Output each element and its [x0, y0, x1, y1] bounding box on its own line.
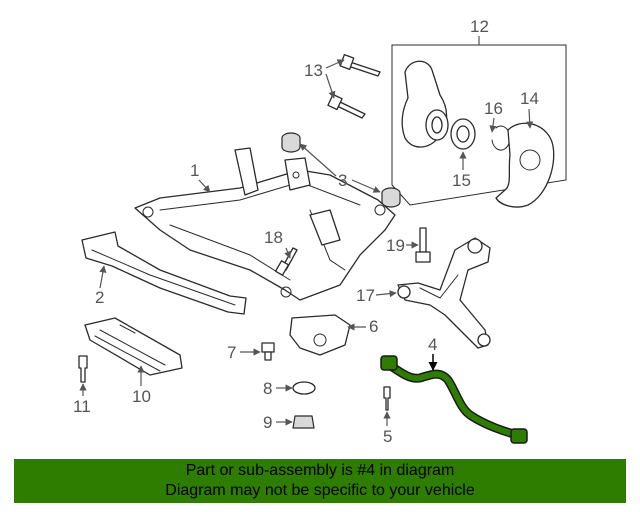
callout-11: 11 — [73, 397, 91, 416]
ring-8 — [292, 381, 316, 395]
callout-3: 3 — [338, 171, 347, 190]
callout-10: 10 — [132, 387, 151, 406]
callout-5: 5 — [383, 427, 392, 446]
bolt-7 — [261, 342, 275, 361]
control-arm-17 — [397, 237, 491, 349]
callout-13: 13 — [304, 61, 323, 80]
callout-15: 15 — [452, 171, 471, 190]
bolt-18 — [274, 247, 298, 276]
callout-8: 8 — [263, 379, 272, 398]
bracket-6 — [289, 314, 351, 356]
callout-9: 9 — [263, 413, 272, 432]
cap-9 — [292, 415, 315, 429]
callout-4: 4 — [428, 335, 437, 354]
callout-2: 2 — [95, 288, 104, 307]
callout-18: 18 — [264, 228, 283, 247]
banner-line-1: Part or sub-assembly is #4 in diagram — [185, 462, 455, 479]
callout-6: 6 — [369, 317, 378, 336]
callout-14: 14 — [520, 89, 539, 108]
callout-12: 12 — [470, 17, 489, 36]
callout-7: 7 — [227, 343, 236, 362]
callout-17: 17 — [356, 286, 375, 305]
info-banner: Part or sub-assembly is #4 in diagram Di… — [14, 459, 626, 503]
cover-10 — [84, 317, 183, 376]
callouts: 1 2 3 4 5 6 7 8 9 10 11 12 13 14 15 16 — [73, 17, 539, 446]
stabilizer-bar-4 — [380, 355, 528, 444]
bolt-5 — [383, 386, 391, 411]
callout-19: 19 — [386, 236, 405, 255]
banner-line-2: Diagram may not be specific to your vehi… — [165, 482, 475, 499]
callout-1: 1 — [190, 161, 199, 180]
knuckle-assembly-box — [391, 44, 567, 208]
parts-diagram: 1 2 3 4 5 6 7 8 9 10 11 12 13 14 15 16 — [73, 17, 567, 446]
crossmember-2 — [81, 231, 247, 315]
subframe-1 — [134, 147, 396, 301]
bolts-13 — [327, 54, 381, 119]
clip-11 — [78, 355, 88, 383]
callout-16: 16 — [484, 99, 503, 118]
bolt-19 — [415, 227, 431, 263]
